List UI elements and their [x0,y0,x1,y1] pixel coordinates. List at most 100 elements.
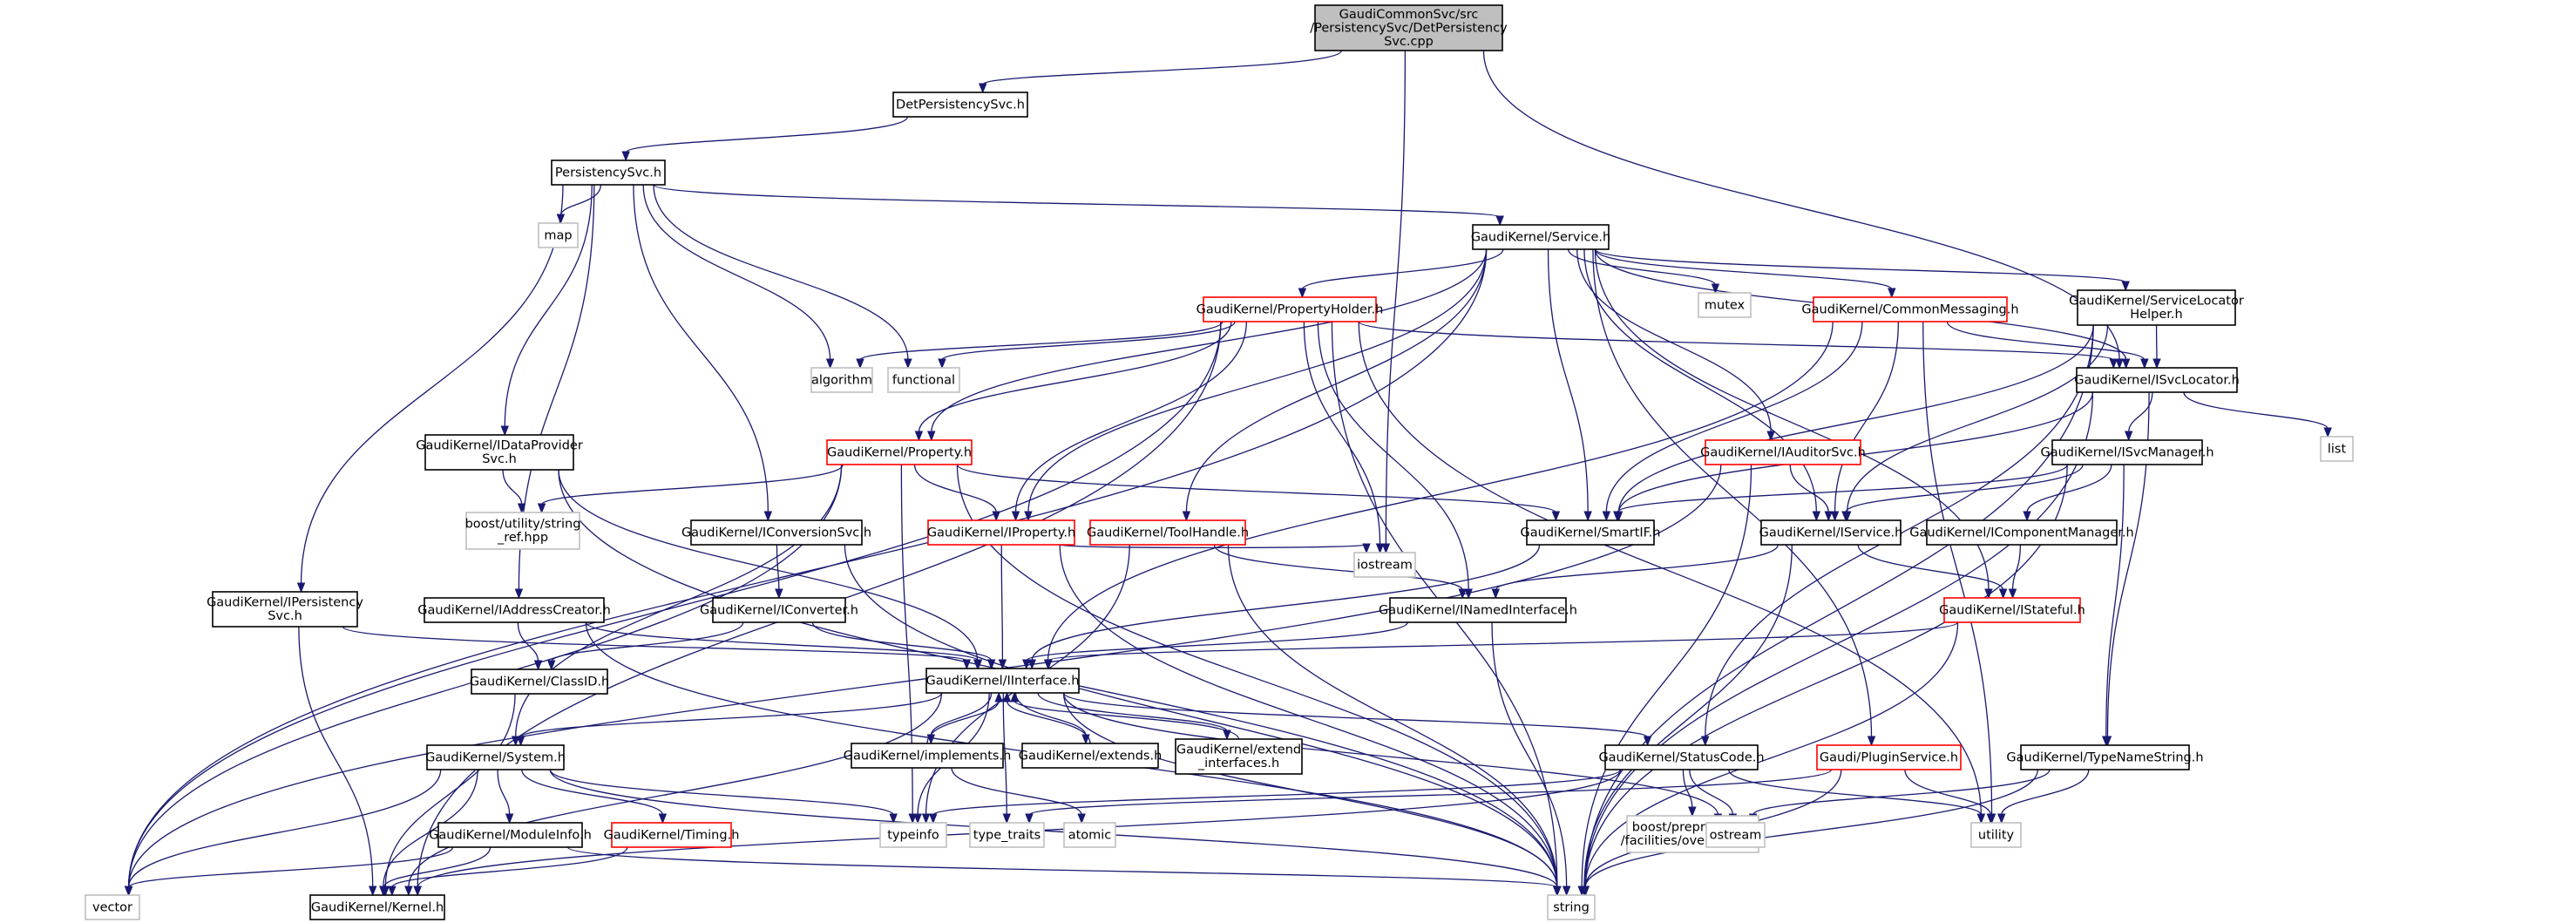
node-label-map-line-0: map [544,228,572,242]
node-isvclocator[interactable]: GaudiKernel/ISvcLocator.h [2074,367,2240,393]
node-box-typetraits [969,822,1045,848]
node-label-boostref-line-1: _ref.hpp [497,531,548,545]
node-label-istateful-line-0: GaudiKernel/IStateful.h [1939,603,2085,617]
node-box-kernel [309,894,445,920]
edge-implements-to-iinterface [926,700,1000,744]
node-label-ipersist-line-0: GaudiKernel/IPersistency [207,596,363,610]
arrowhead-svclochelper-to-isvclocator [2152,358,2161,370]
edge-propholder-to-vector [127,321,1222,888]
arrowhead-root-to-isvclocator [2115,358,2124,370]
edge-root-to-detpers [982,50,1342,85]
edge-system-to-moduleinfo [497,769,511,816]
node-map: map [538,222,579,248]
node-iinterface[interactable]: GaudiKernel/IInterface.h [925,668,1080,694]
node-label-iinterface-line-0: GaudiKernel/IInterface.h [926,674,1080,688]
node-statuscode[interactable]: GaudiKernel/StatusCode.h [1598,744,1765,770]
node-system[interactable]: GaudiKernel/System.h [425,744,566,770]
edge-commonmsg-to-iservice [1834,321,1899,513]
node-iservice[interactable]: GaudiKernel/IService.h [1759,519,1903,546]
node-box-iservice [1760,519,1901,546]
arrowhead-pers-to-iconvsvc [763,511,773,522]
node-detpers[interactable]: DetPersistencySvc.h [892,92,1028,118]
arrowhead-propholder-to-iproperty [1011,511,1020,522]
node-icompmgr[interactable]: GaudiKernel/IComponentManager.h [1909,519,2134,546]
arrowhead-pers-to-service [1495,215,1504,227]
arrowhead-iproperty-to-iostream [1362,543,1371,554]
edge-iproperty-to-string [1059,544,1558,888]
node-label-mutex-line-0: mutex [1705,298,1746,312]
node-timing[interactable]: GaudiKernel/Timing.h [604,822,740,848]
node-typetraits: type_traits [969,822,1045,848]
node-label-isvcmanager-line-0: GaudiKernel/ISvcManager.h [2040,445,2213,459]
node-smartif[interactable]: GaudiKernel/SmartIF.h [1521,519,1661,546]
arrowhead-iaddrcreator-to-classid [533,660,543,671]
node-typenamestr[interactable]: GaudiKernel/TypeNameString.h [2006,744,2204,770]
node-box-iauditorsvc [1705,439,1861,465]
node-inamedif[interactable]: GaudiKernel/INamedInterface.h [1379,597,1577,623]
arrowhead-iconverter-to-iinterface [986,659,996,670]
edge-service-to-iservice [1583,248,1817,513]
node-pluginsvc[interactable]: Gaudi/PluginService.h [1816,744,1962,770]
edge-propholder-to-iostream [1303,321,1381,546]
edge-implements-to-atomic [951,767,1082,816]
node-iaddrcreator[interactable]: GaudiKernel/IAddressCreator.h [417,597,611,623]
node-extendif[interactable]: GaudiKernel/extend_interfaces.h [1175,738,1303,775]
edge-iconvsvc-to-iconverter [776,544,780,591]
node-label-root-line-1: /PersistencySvc/DetPersistency [1310,21,1508,35]
node-label-iostream-line-0: iostream [1357,558,1413,572]
node-iauditorsvc[interactable]: GaudiKernel/IAuditorSvc.h [1700,439,1866,465]
node-classid[interactable]: GaudiKernel/ClassID.h [470,668,609,695]
node-isvcmanager[interactable]: GaudiKernel/ISvcManager.h [2040,439,2214,465]
node-toolhandle[interactable]: GaudiKernel/ToolHandle.h [1087,519,1249,546]
edge-statuscode-to-utility [1728,769,1983,816]
node-kernel[interactable]: GaudiKernel/Kernel.h [309,894,445,920]
arrowhead-smartif-to-iinterface [1027,659,1036,670]
node-label-iaddrcreator-line-0: GaudiKernel/IAddressCreator.h [417,603,611,617]
node-extends[interactable]: GaudiKernel/extends.h [1019,743,1163,769]
node-box-iinterface [925,668,1080,694]
arrowhead-property-to-typeinfo [908,813,917,825]
node-pers[interactable]: PersistencySvc.h [551,159,666,186]
edge-typenamestr-to-ostream [1752,769,2051,816]
node-functional: functional [887,367,960,393]
edge-iservice-to-inamedif [1495,544,1779,591]
node-box-algorithm [810,367,873,393]
node-iproperty[interactable]: GaudiKernel/IProperty.h [927,519,1075,546]
node-iconvsvc[interactable]: GaudiKernel/IConversionSvc.h [681,519,871,546]
edge-iinterface-to-ostream [1062,692,1719,816]
edge-iaddrcreator-to-iinterface [585,621,980,662]
node-label-statuscode-line-0: GaudiKernel/StatusCode.h [1598,750,1764,764]
node-root[interactable]: GaudiCommonSvc/src/PersistencySvc/DetPer… [1310,4,1508,51]
node-box-map [538,222,579,248]
arrowhead-propholder-to-property [914,431,924,442]
edge-isvcmanager-to-iservice [1845,464,2084,513]
node-service[interactable]: GaudiKernel/Service.h [1471,224,1610,250]
edge-moduleinfo-to-kernel [383,846,491,888]
node-commonmsg[interactable]: GaudiKernel/CommonMessaging.h [1801,296,2019,322]
edge-service-to-iproperty [1027,248,1488,513]
node-label-isvclocator-line-0: GaudiKernel/ISvcLocator.h [2074,373,2240,387]
node-istateful[interactable]: GaudiKernel/IStateful.h [1939,597,2085,623]
edge-system-to-string [549,769,1558,888]
node-label-iproperty-line-0: GaudiKernel/IProperty.h [927,526,1075,540]
edge-property-to-iproperty [913,464,997,513]
node-propholder[interactable]: GaudiKernel/PropertyHolder.h [1196,296,1384,322]
node-label-idataprov-line-0: GaudiKernel/IDataProvider [416,439,583,453]
node-box-moduleinfo [437,822,583,848]
node-implements[interactable]: GaudiKernel/implements.h [844,743,1012,769]
arrowhead-iconverter-to-classid [547,660,556,671]
node-label-svclochelper-line-1: Helper.h [2130,308,2182,322]
arrowhead-propholder-to-functional [938,358,946,370]
arrowhead-isvcmanager-to-typenamestr [2102,736,2111,747]
arrowhead-detpers-to-pers [621,151,630,162]
arrowhead-commonmsg-to-isvclocator [2140,358,2149,370]
node-label-root-line-2: Svc.cpp [1384,35,1434,49]
node-iconverter[interactable]: GaudiKernel/IConverter.h [700,597,858,623]
node-box-toolhandle [1089,519,1246,546]
node-label-list-line-0: list [2328,442,2347,456]
node-property[interactable]: GaudiKernel/Property.h [826,439,973,465]
node-moduleinfo[interactable]: GaudiKernel/ModuleInfo.h [429,822,592,848]
